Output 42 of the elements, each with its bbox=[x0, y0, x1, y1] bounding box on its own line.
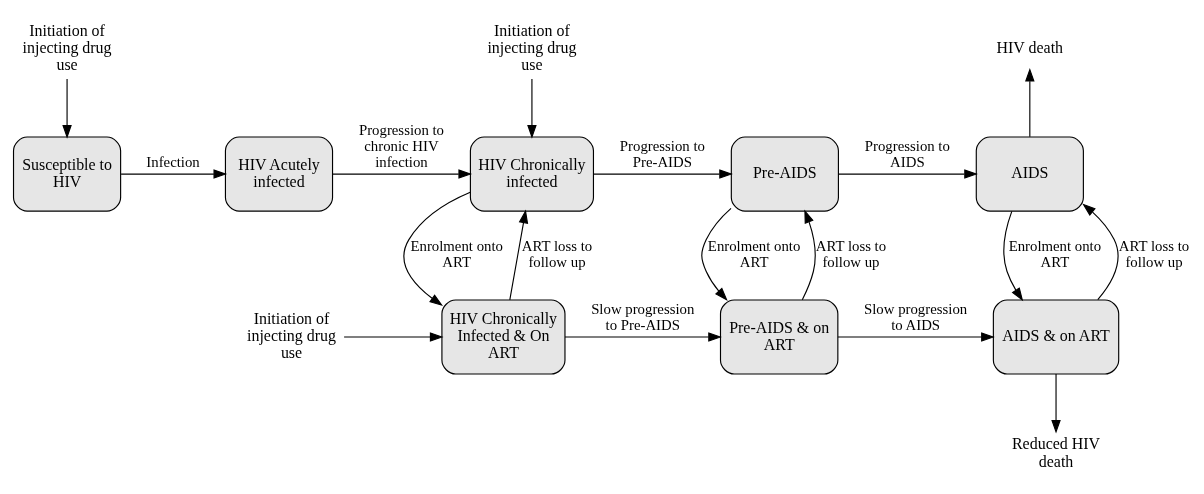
node-box: AIDS bbox=[975, 136, 1084, 212]
edge-label: Infection bbox=[146, 153, 200, 170]
node-text: HIV death bbox=[996, 38, 1064, 56]
node-box: AIDS & on ART bbox=[992, 299, 1120, 375]
edge-label: ART loss to follow up bbox=[1118, 238, 1190, 271]
edge-label: Enrolment onto ART bbox=[707, 238, 801, 271]
arrow bbox=[701, 207, 732, 301]
node-box: HIV Chronically Infected & On ART bbox=[441, 299, 566, 375]
edge-label: Progression to Pre-AIDS bbox=[619, 137, 705, 170]
node-box: HIV Chronically infected bbox=[469, 136, 595, 212]
edge-label: Enrolment onto ART bbox=[1008, 238, 1102, 271]
edge-label: Slow progression to AIDS bbox=[864, 300, 968, 333]
edge-label: Progression to chronic HIV infection bbox=[358, 121, 445, 170]
arrow bbox=[343, 332, 444, 342]
node-box: Susceptible to HIV bbox=[12, 136, 122, 212]
arrow bbox=[837, 332, 995, 342]
edge-label: ART loss to follow up bbox=[815, 238, 887, 271]
arrow bbox=[527, 78, 537, 139]
node-text: Initiation of injecting drug use bbox=[487, 21, 577, 74]
arrow bbox=[62, 78, 72, 139]
node-box: Pre-AIDS & on ART bbox=[719, 299, 839, 375]
node-text: Initiation of injecting drug use bbox=[247, 310, 337, 362]
arrow bbox=[564, 332, 722, 342]
arrow bbox=[1003, 210, 1024, 302]
arrow bbox=[403, 191, 471, 307]
arrow bbox=[838, 169, 978, 179]
node-text: Reduced HIV death bbox=[1012, 435, 1101, 470]
arrow bbox=[509, 209, 529, 301]
arrow bbox=[592, 169, 733, 179]
edge-label: ART loss to follow up bbox=[521, 238, 593, 271]
arrow bbox=[1025, 67, 1035, 138]
edge-label: Enrolment onto ART bbox=[410, 238, 503, 271]
node-box: HIV Acutely infected bbox=[224, 136, 334, 212]
arrow bbox=[1051, 373, 1061, 434]
arrow bbox=[332, 169, 473, 179]
edge-label: Progression to AIDS bbox=[864, 137, 950, 170]
node-box: Pre-AIDS bbox=[730, 136, 839, 212]
node-text: Initiation of injecting drug use bbox=[22, 21, 112, 74]
arrow bbox=[1082, 203, 1119, 301]
arrow bbox=[801, 209, 816, 301]
arrow bbox=[120, 169, 228, 179]
edge-label: Slow progression to Pre-AIDS bbox=[591, 300, 695, 333]
